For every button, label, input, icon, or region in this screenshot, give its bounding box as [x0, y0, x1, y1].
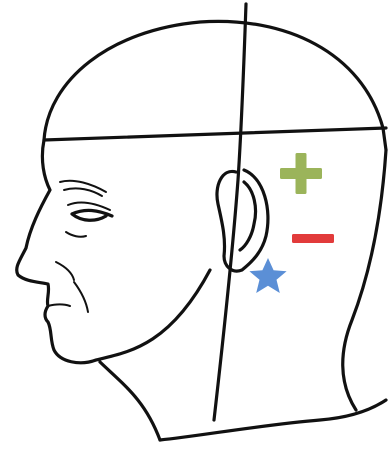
plus-icon: [280, 153, 322, 194]
ear-outer: [217, 170, 268, 271]
ear-inner: [240, 182, 256, 250]
eye-crease: [66, 232, 86, 237]
jaw-line: [96, 270, 210, 360]
eye-upper-lid: [68, 203, 110, 210]
star-icon: [249, 258, 286, 293]
cheek-line: [74, 282, 88, 312]
nostril: [56, 262, 74, 280]
eye: [72, 210, 112, 220]
horizontal-guide-line: [44, 128, 386, 140]
mouth: [48, 305, 70, 307]
face-profile-outline: [17, 140, 96, 363]
minus-icon: [292, 234, 334, 243]
eyebrow: [60, 181, 106, 196]
neck-back-line: [343, 150, 386, 410]
neck-front-line: [100, 362, 160, 440]
